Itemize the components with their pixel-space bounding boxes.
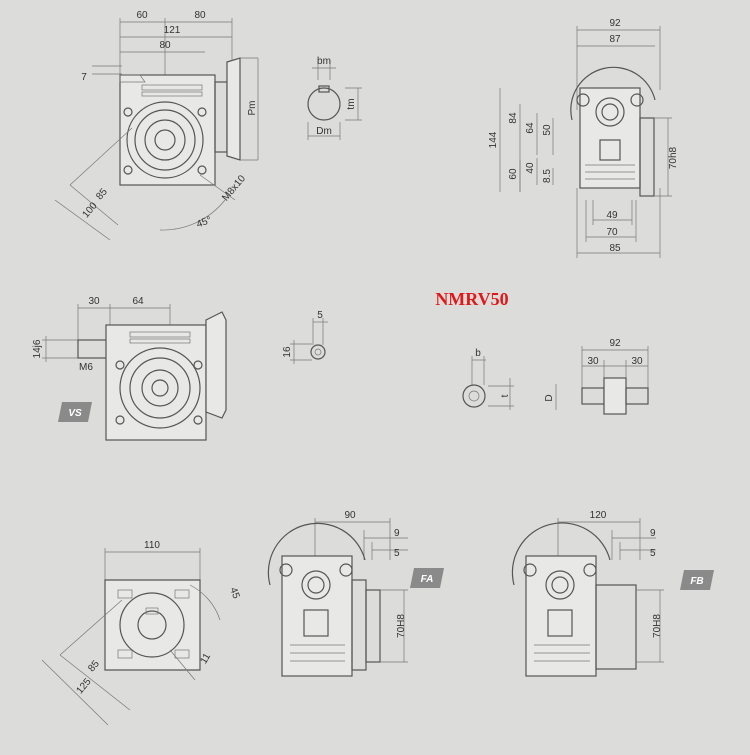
vs-badge: VS — [58, 402, 92, 422]
dim-70H8: 70H8 — [396, 614, 407, 638]
dim-121: 121 — [164, 25, 181, 36]
dim-85: 85 — [94, 186, 110, 202]
dim-92: 92 — [609, 18, 621, 29]
fb-badge-text: FB — [690, 576, 703, 587]
dim-92c: 92 — [609, 338, 621, 349]
dim-120: 120 — [590, 510, 607, 521]
dim-80: 80 — [194, 10, 206, 21]
model-title: NMRV50 — [435, 289, 508, 309]
fa-badge-text: FA — [421, 574, 434, 585]
dim-45deg: 45° — [195, 215, 213, 231]
dim-pm: Pm — [247, 101, 258, 116]
dim-9b: 9 — [650, 528, 656, 539]
dim-49: 49 — [606, 210, 618, 221]
output-flange-view: 110 45 85 125 11 — [41, 540, 242, 726]
hollow-shaft-view: b t D — [462, 348, 557, 410]
dim-84: 84 — [508, 112, 519, 124]
dim-m8x10: M8x10 — [220, 173, 248, 203]
dim-60: 60 — [136, 10, 148, 21]
dim-100: 100 — [81, 200, 100, 220]
dim-9: 9 — [394, 528, 400, 539]
dim-b: b — [475, 348, 481, 359]
gearbox-vs-view: 30 64 14j6 M6 — [32, 296, 227, 441]
dim-30b: 30 — [631, 356, 643, 367]
dim-D: D — [544, 394, 555, 401]
dim-tm: tm — [346, 98, 357, 109]
fa-badge: FA — [410, 568, 444, 588]
dim-70H8b: 70H8 — [652, 614, 663, 638]
dim-85b: 85 — [609, 243, 621, 254]
dim-90: 90 — [344, 510, 356, 521]
dim-t: t — [500, 394, 511, 397]
dim-11: 11 — [198, 651, 213, 666]
dim-64: 64 — [525, 122, 536, 134]
gearbox-front-view: 60 80 121 80 7 Pm 85 100 M8x10 — [54, 10, 259, 241]
dim-50: 50 — [542, 124, 553, 136]
dim-5c: 5 — [650, 548, 656, 559]
vs-key-view: 5 16 — [282, 310, 328, 364]
dim-40: 40 — [525, 162, 536, 174]
dim-16: 16 — [282, 346, 293, 358]
double-shaft-view: 92 30 30 — [581, 338, 649, 415]
dim-dm: Dm — [316, 126, 332, 137]
dim-m6: M6 — [79, 362, 93, 373]
dim-7: 7 — [81, 72, 87, 83]
dim-30a: 30 — [587, 356, 599, 367]
fa-view: 90 9 5 70H8 — [267, 510, 408, 677]
dim-8-5: 8.5 — [542, 169, 553, 183]
shaft-key-view: bm Dm tm — [307, 56, 362, 140]
dim-144: 144 — [488, 131, 499, 148]
fb-badge: FB — [680, 570, 714, 590]
vs-badge-text: VS — [68, 408, 82, 419]
dim-30: 30 — [88, 296, 100, 307]
dim-110: 110 — [144, 540, 160, 551]
dim-80b: 80 — [159, 40, 171, 51]
dim-5: 5 — [317, 310, 323, 321]
dim-87: 87 — [609, 34, 621, 45]
dim-45: 45 — [227, 586, 241, 601]
dim-60: 60 — [508, 168, 519, 180]
dim-64: 64 — [132, 296, 144, 307]
dim-5b: 5 — [394, 548, 400, 559]
dim-85c: 85 — [86, 658, 102, 674]
gearbox-side-view: 92 87 144 84 64 50 60 40 8.5 70h8 — [488, 18, 679, 258]
dim-bm: bm — [317, 56, 331, 67]
fb-view: 120 9 5 70H8 — [511, 510, 664, 677]
dim-14j6: 14j6 — [32, 339, 43, 358]
dim-70h8: 70h8 — [668, 146, 679, 169]
dim-70: 70 — [606, 227, 618, 238]
